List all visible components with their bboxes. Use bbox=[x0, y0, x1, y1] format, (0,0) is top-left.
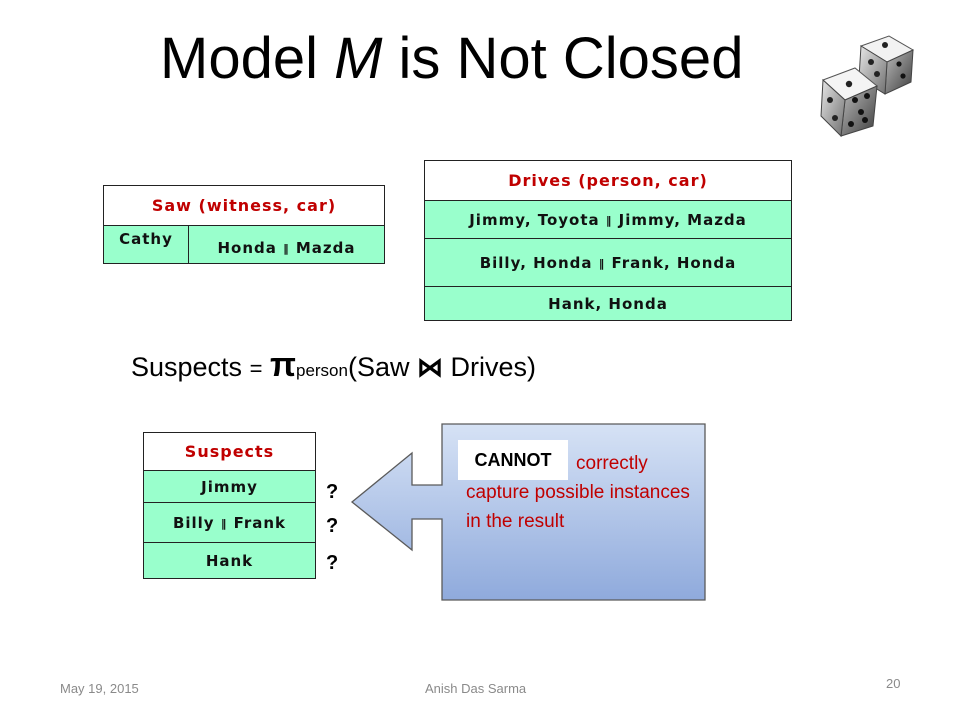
drives-row-left: Jimmy, Toyota bbox=[469, 210, 600, 229]
saw-table-header: Saw (witness, car) bbox=[103, 185, 385, 226]
title-variable: M bbox=[334, 26, 383, 91]
or-separator: ‖ bbox=[598, 256, 606, 270]
suspects-row-left: Billy bbox=[172, 513, 215, 532]
question-mark: ? bbox=[326, 515, 339, 537]
cannot-badge: CANNOT bbox=[458, 440, 568, 480]
projection-subscript: person bbox=[295, 361, 348, 380]
footer-author: Anish Das Sarma bbox=[425, 681, 527, 696]
slide-title: Model M is Not Closed bbox=[160, 24, 743, 94]
drives-row-left: Billy, Honda bbox=[479, 253, 593, 272]
saw-car-left: Honda bbox=[217, 238, 277, 257]
drives-row-right: Frank, Honda bbox=[611, 253, 737, 272]
formula-equals: = bbox=[249, 356, 263, 381]
suspects-table-header: Suspects bbox=[143, 432, 316, 471]
callout-text: correctly capture possible instances in … bbox=[466, 453, 690, 532]
saw-table: Saw (witness, car) Cathy Honda ‖ Mazda bbox=[103, 185, 385, 264]
formula-lhs: Suspects bbox=[131, 352, 243, 382]
arrow-callout-shape bbox=[350, 423, 706, 601]
or-separator: ‖ bbox=[283, 241, 290, 255]
saw-witness-cell: Cathy bbox=[103, 225, 189, 264]
or-separator: ‖ bbox=[220, 516, 228, 530]
join-symbol: ⋈ bbox=[417, 352, 443, 382]
drives-row: Jimmy, Toyota ‖ Jimmy, Mazda bbox=[424, 200, 792, 239]
page-number: 20 bbox=[886, 676, 901, 691]
query-formula: Suspects = πperson(Saw ⋈ Drives) bbox=[131, 346, 536, 385]
drives-row: Billy, Honda ‖ Frank, Honda bbox=[424, 238, 792, 287]
formula-open: (Saw bbox=[347, 352, 417, 382]
suspects-row: Billy ‖ Frank bbox=[143, 502, 316, 543]
or-separator: ‖ bbox=[605, 213, 613, 227]
saw-car-cell: Honda ‖ Mazda bbox=[188, 225, 385, 264]
title-prefix: Model bbox=[160, 26, 335, 91]
drives-row-right: Jimmy, Mazda bbox=[618, 210, 747, 229]
suspects-table: Suspects Jimmy Billy ‖ Frank Hank bbox=[143, 432, 316, 579]
dice-icon bbox=[820, 35, 915, 138]
formula-close: Drives) bbox=[443, 352, 537, 382]
title-suffix: is Not Closed bbox=[382, 26, 744, 91]
drives-table-header: Drives (person, car) bbox=[424, 160, 792, 201]
suspects-row: Hank bbox=[143, 542, 316, 579]
question-mark: ? bbox=[326, 552, 339, 574]
question-mark: ? bbox=[326, 481, 339, 503]
projection-symbol: π bbox=[269, 346, 296, 384]
suspects-row-right: Frank bbox=[233, 513, 287, 532]
footer-date: May 19, 2015 bbox=[60, 681, 139, 696]
saw-car-right: Mazda bbox=[295, 238, 356, 257]
drives-table: Drives (person, car) Jimmy, Toyota ‖ Jim… bbox=[424, 160, 792, 321]
drives-row: Hank, Honda bbox=[424, 286, 792, 321]
suspects-row: Jimmy bbox=[143, 470, 316, 503]
